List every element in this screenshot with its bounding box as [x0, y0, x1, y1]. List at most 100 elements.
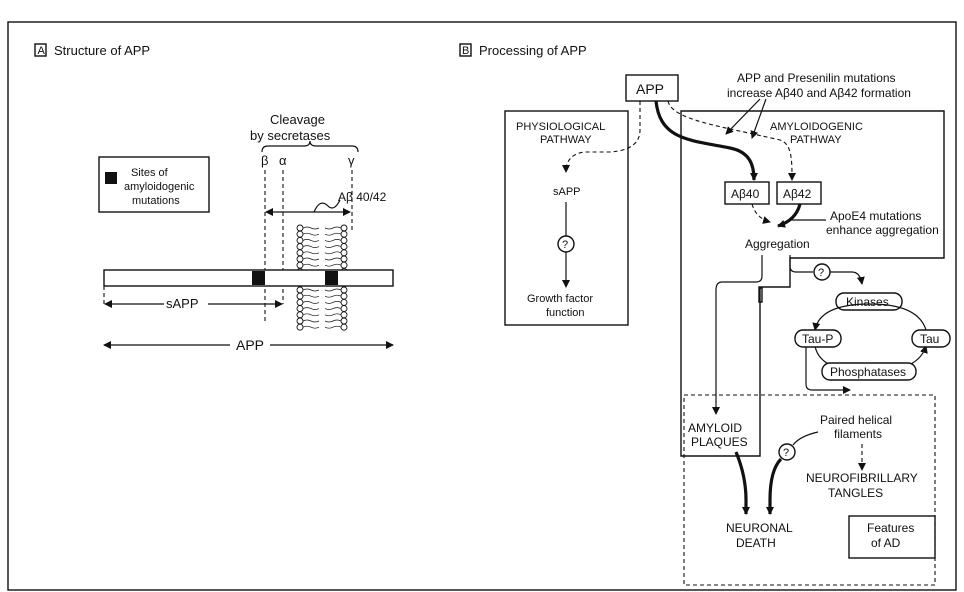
lipid-tail [303, 301, 319, 303]
taup-label: Tau-P [802, 332, 833, 346]
panel-b: B Processing of APP APP APP and Presenil… [460, 43, 950, 585]
lipid-head [341, 250, 347, 256]
growth-line-1: Growth factor [527, 293, 593, 305]
phf-to-question [793, 432, 818, 445]
lipid-head [297, 293, 303, 299]
app-box-label: APP [636, 81, 664, 97]
lipid-tail [325, 252, 341, 254]
abeta-leader [314, 200, 340, 212]
lipid-tail [303, 314, 319, 316]
lipid-tail [303, 326, 319, 328]
phosphatases-label: Phosphatases [830, 365, 906, 379]
legend-line-1: Sites of [131, 167, 169, 179]
lipid-head [297, 225, 303, 231]
app-label: APP [236, 337, 264, 353]
lipid-tail [303, 295, 319, 297]
lipid-tail [303, 258, 319, 260]
lipid-head [297, 324, 303, 330]
lipid-head [341, 256, 347, 262]
lipid-head [341, 318, 347, 324]
lipid-tail [325, 239, 341, 241]
ab42-label: Aβ42 [783, 187, 812, 201]
mutation-site-swatch [105, 172, 117, 184]
growth-line-2: function [546, 307, 585, 319]
lipid-head [297, 256, 303, 262]
lipid-tail [325, 301, 341, 303]
lipid-head [341, 293, 347, 299]
lipid-head [297, 287, 303, 293]
cleavage-line-1: Cleavage [270, 112, 325, 127]
ab42-to-aggregation [778, 204, 800, 226]
plaques-line-2: PLAQUES [691, 435, 748, 449]
amyloidogenic-line-1: AMYLOIDOGENIC [770, 121, 863, 133]
features-line-1: Features [867, 521, 914, 535]
lipid-tail [303, 289, 319, 291]
lipid-head [297, 306, 303, 312]
app-to-ab40-arrow [656, 101, 754, 180]
mutation-note-1: APP and Presenilin mutations [737, 71, 896, 85]
cleavage-line-2: by secretases [250, 128, 331, 143]
nft-line-2: TANGLES [828, 486, 883, 500]
question-to-death [770, 459, 781, 514]
lipid-head [297, 250, 303, 256]
panel-b-title: Processing of APP [479, 43, 587, 58]
question-to-kinases [830, 272, 862, 284]
lipid-head [297, 318, 303, 324]
panel-a: A Structure of APP Sites of amyloidogeni… [35, 43, 393, 353]
lipid-head [297, 262, 303, 268]
phf-line-1: Paired helical [820, 413, 892, 427]
lipid-head [341, 231, 347, 237]
mutation-site-beta [252, 271, 265, 285]
question-phf-label: ? [783, 447, 789, 459]
apoe-line-1: ApoE4 mutations [830, 209, 921, 223]
lipid-tail [303, 227, 319, 229]
lipid-head [297, 312, 303, 318]
tau-label: Tau [920, 332, 939, 346]
lipid-tail [303, 252, 319, 254]
lipid-tail [325, 258, 341, 260]
mutation-note-2: increase Aβ40 and Aβ42 formation [727, 86, 911, 100]
aggregation-label: Aggregation [745, 237, 810, 251]
lipid-head [297, 299, 303, 305]
lipid-tail [303, 308, 319, 310]
panel-a-title: Structure of APP [54, 43, 150, 58]
panel-b-badge: B [462, 45, 469, 57]
panel-a-badge: A [38, 45, 46, 57]
lipid-tail [303, 264, 319, 266]
alpha-label: α [279, 153, 287, 168]
figure-border [8, 22, 956, 590]
lipid-tail [325, 233, 341, 235]
kinases-label: Kinases [846, 295, 889, 309]
amyloidogenic-pathway-outline [681, 111, 944, 456]
aggregation-to-plaques [716, 255, 762, 414]
question-tau-label: ? [818, 267, 824, 279]
lipid-head [297, 231, 303, 237]
lipid-tail [325, 326, 341, 328]
death-line-2: DEATH [736, 536, 776, 550]
lipid-head [341, 237, 347, 243]
lipid-head [341, 262, 347, 268]
question-physio-label: ? [562, 239, 568, 251]
mutation-site-gamma [325, 271, 338, 285]
physiological-line-2: PATHWAY [540, 134, 592, 146]
plaques-to-death [736, 452, 746, 514]
lipid-tail [325, 295, 341, 297]
apoe-line-2: enhance aggregation [826, 223, 939, 237]
lipid-tail [303, 233, 319, 235]
sapp-node: sAPP [553, 186, 581, 198]
lipid-head [297, 237, 303, 243]
beta-label: β [261, 153, 268, 168]
lipid-head [297, 244, 303, 250]
gamma-label: γ [348, 153, 355, 168]
lipid-tail [325, 308, 341, 310]
lipid-head [341, 299, 347, 305]
amyloidogenic-line-2: PATHWAY [790, 134, 842, 146]
features-line-2: of AD [871, 536, 901, 550]
lipid-head [341, 324, 347, 330]
death-line-1: NEURONAL [726, 521, 793, 535]
lipid-head [341, 306, 347, 312]
lipid-head [341, 225, 347, 231]
physiological-line-1: PHYSIOLOGICAL [516, 121, 605, 133]
nft-line-1: NEUROFIBRILLARY [806, 471, 918, 485]
sapp-label: sAPP [166, 296, 199, 311]
